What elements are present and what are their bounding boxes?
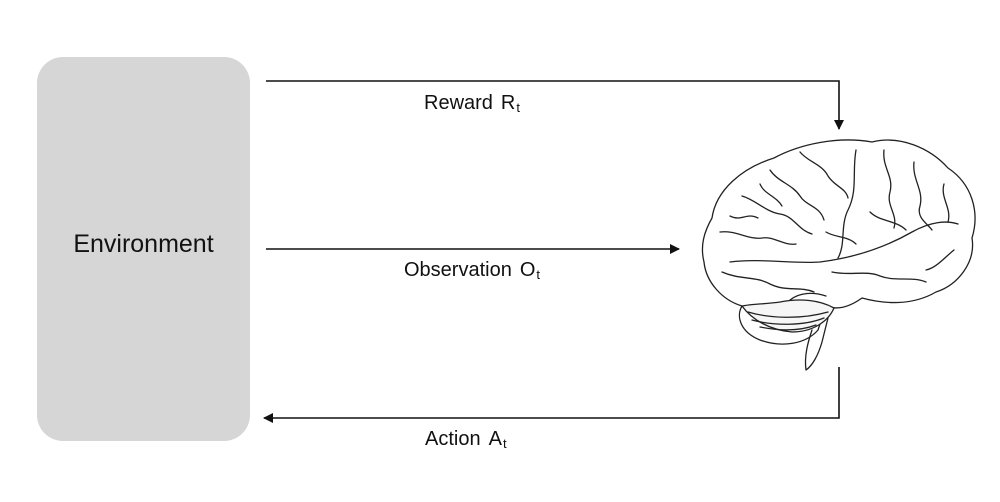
observation-subscript: t bbox=[536, 267, 541, 282]
environment-label: Environment bbox=[73, 230, 214, 258]
observation-symbol: O bbox=[519, 259, 536, 281]
reward-arrow bbox=[266, 80, 844, 130]
action-arrow bbox=[263, 367, 840, 423]
action-subscript: t bbox=[502, 436, 507, 451]
reward-subscript: t bbox=[516, 100, 520, 115]
reward-symbol: R bbox=[500, 92, 516, 114]
action-symbol: A bbox=[488, 428, 502, 450]
brain-icon bbox=[701, 139, 976, 371]
environment-box bbox=[37, 57, 250, 441]
